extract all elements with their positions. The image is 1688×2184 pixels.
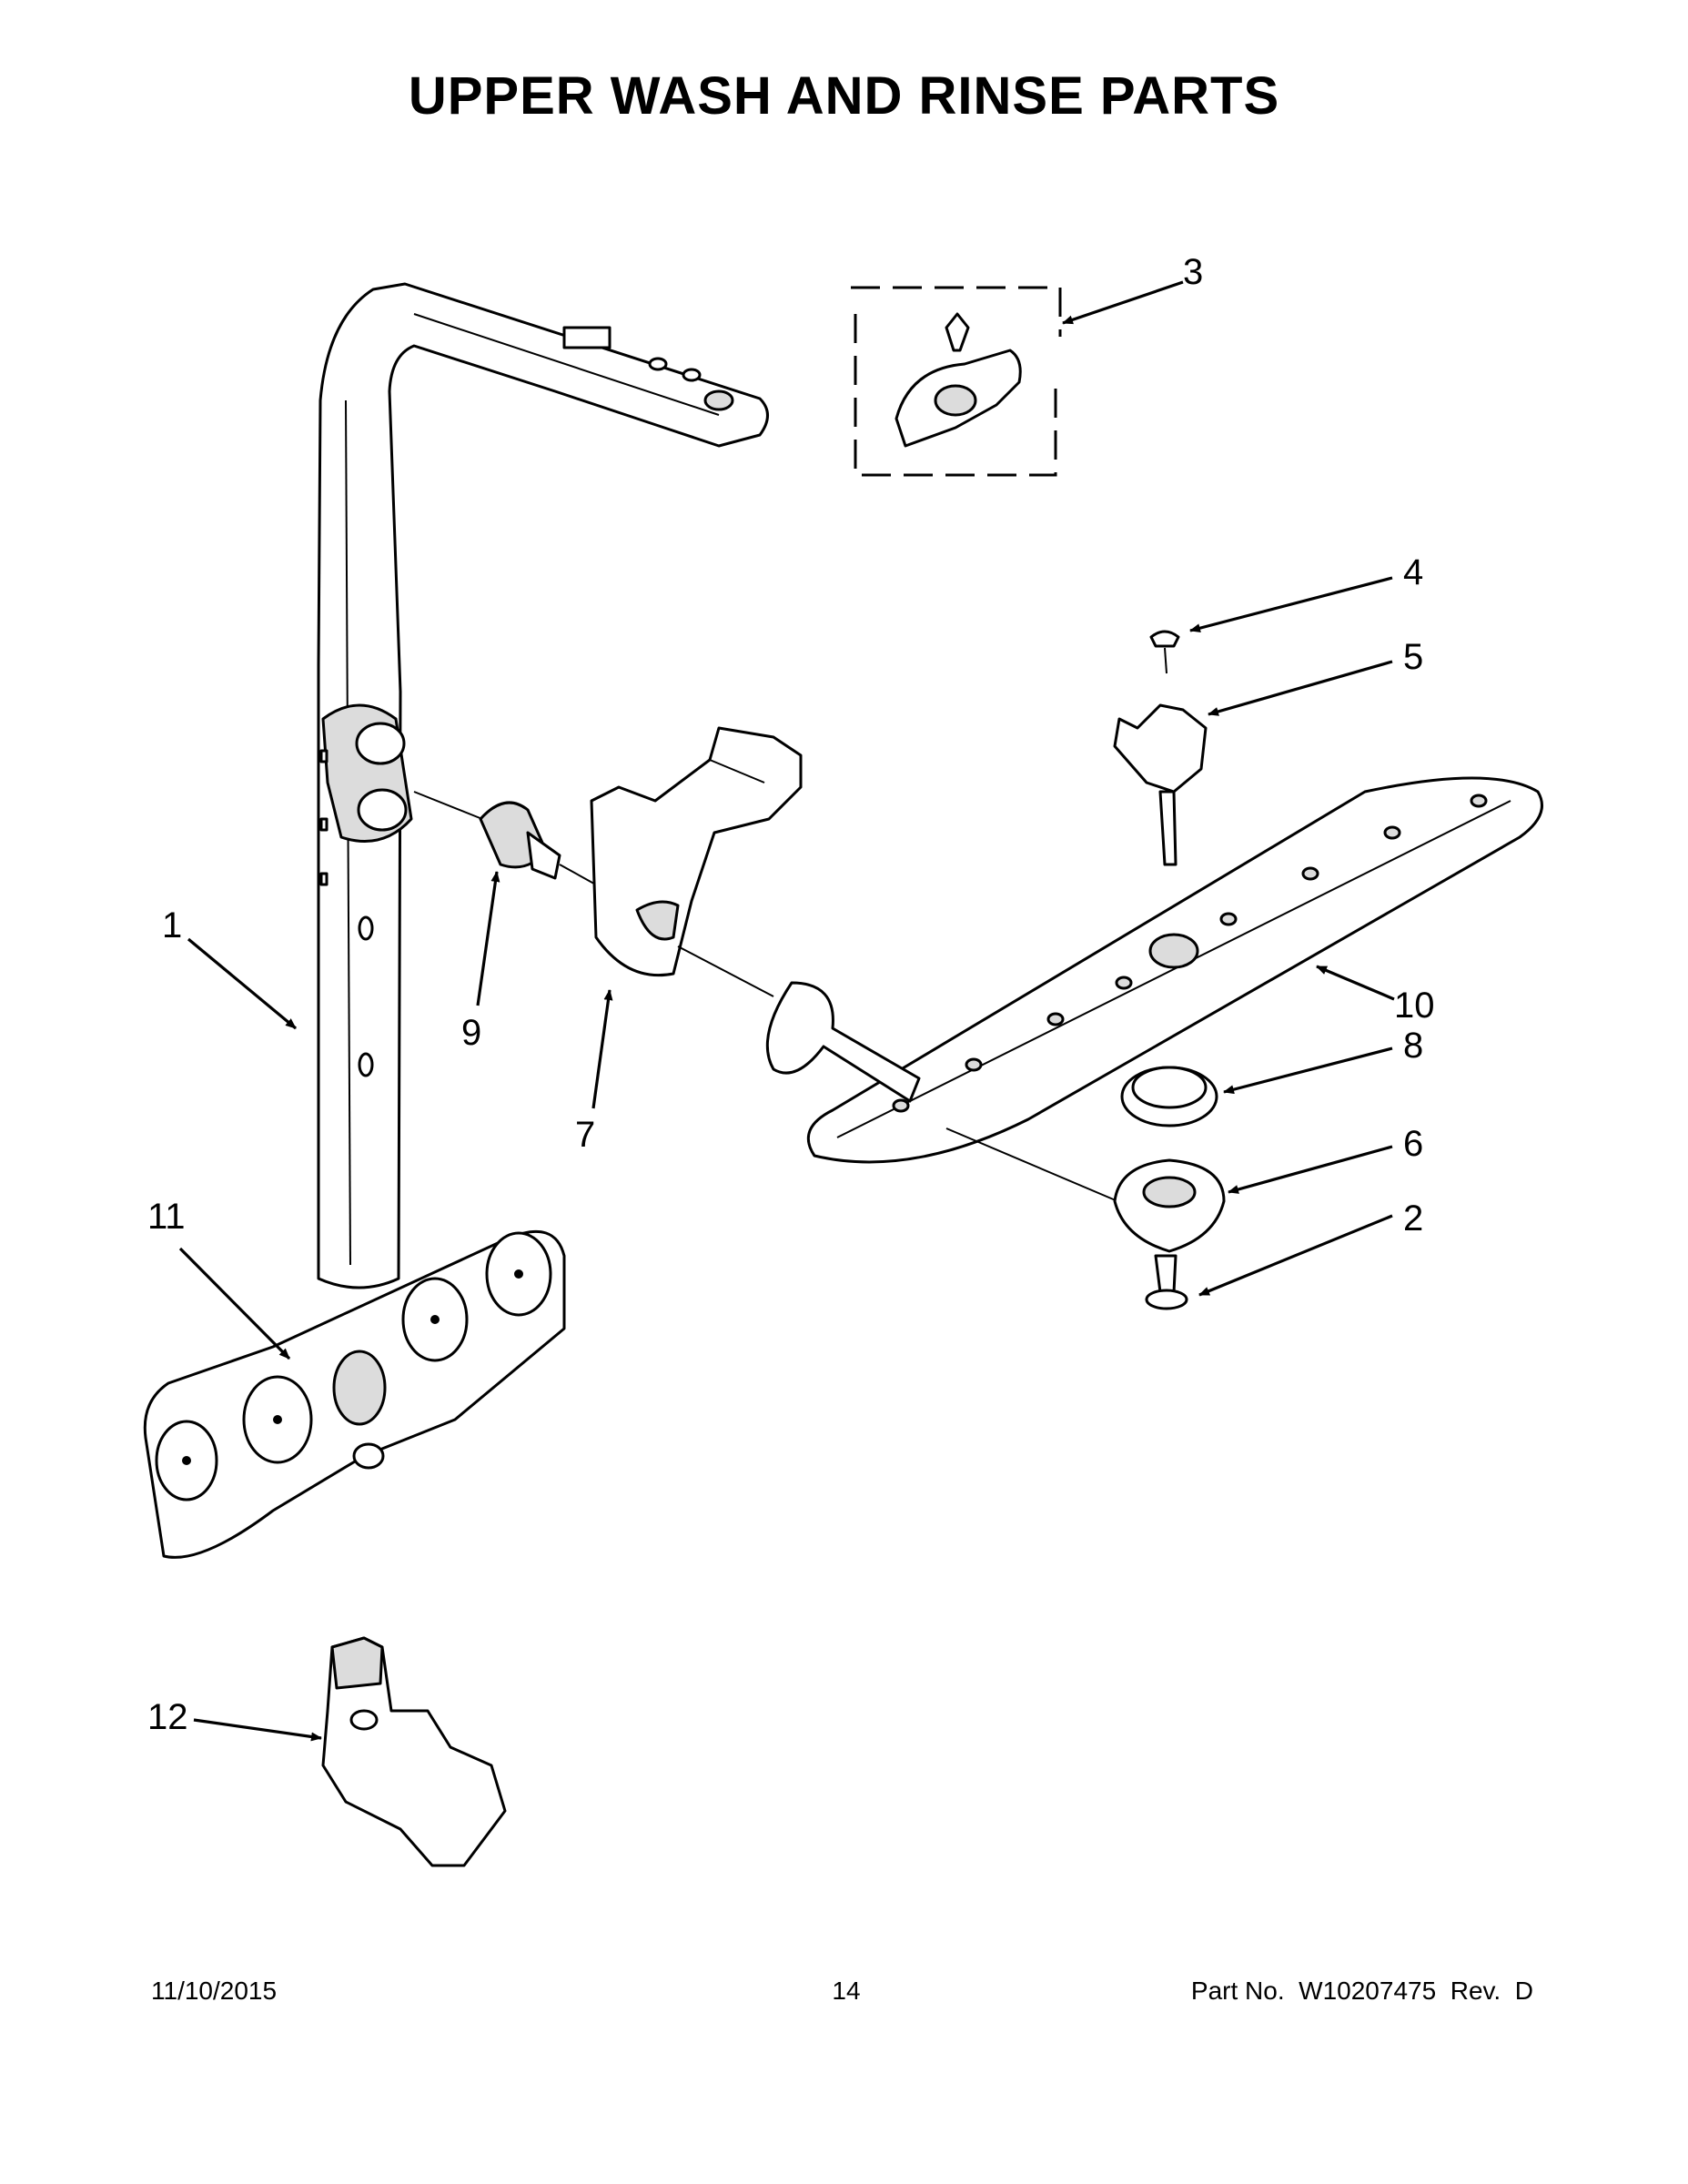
callout-6: 6	[1403, 1124, 1423, 1164]
leader-8	[1223, 1046, 1393, 1095]
feed-tube	[765, 981, 1129, 1207]
callout-7: 7	[575, 1115, 595, 1155]
part-2-screw	[1145, 1254, 1188, 1310]
callout-1: 1	[162, 905, 182, 945]
part-7-bracket	[590, 726, 803, 997]
callout-9: 9	[461, 1013, 481, 1053]
leader-3	[1062, 280, 1184, 325]
leader-5	[1208, 660, 1393, 716]
part-8-ring	[1120, 1066, 1218, 1127]
part-1-supply-tube	[317, 282, 769, 1289]
leader-4	[1189, 576, 1393, 633]
part-9-inlet-fitting	[413, 791, 601, 888]
callout-3: 3	[1183, 252, 1203, 292]
page-title: UPPER WASH AND RINSE PARTS	[408, 66, 1280, 126]
leader-2	[1198, 1214, 1393, 1297]
callout-labels: 1 2 3 4 5 6 7 8 9 10 11 12	[147, 252, 1435, 1737]
callout-2: 2	[1403, 1198, 1423, 1239]
leader-11	[178, 1247, 291, 1360]
callout-10: 10	[1394, 986, 1435, 1026]
callout-4: 4	[1403, 552, 1423, 592]
part-10-spray-arm	[806, 776, 1543, 1164]
callout-8: 8	[1403, 1026, 1423, 1066]
leader-12	[193, 1718, 322, 1742]
callout-5: 5	[1403, 637, 1423, 677]
leader-1	[187, 937, 298, 1030]
part-11-spray-manifold	[143, 1229, 566, 1559]
part-6-hub	[1113, 1158, 1226, 1253]
leader-6	[1228, 1145, 1393, 1194]
callout-12: 12	[147, 1697, 188, 1737]
part-3-hub-assembly	[851, 286, 1062, 477]
leader-9	[476, 871, 500, 1006]
callout-11: 11	[147, 1197, 186, 1237]
leader-10	[1316, 965, 1395, 1001]
footer-date: 11/10/2015	[151, 1977, 278, 2005]
leader-7	[591, 989, 613, 1109]
leader-lines	[178, 280, 1395, 1742]
part-5-clip	[1113, 703, 1208, 866]
part-4-screw	[1149, 630, 1180, 674]
footer-page-number: 14	[832, 1977, 861, 2005]
part-12-connector	[321, 1636, 507, 1867]
footer-part-number: Part No. W10207475 Rev. D	[1190, 1977, 1533, 2005]
